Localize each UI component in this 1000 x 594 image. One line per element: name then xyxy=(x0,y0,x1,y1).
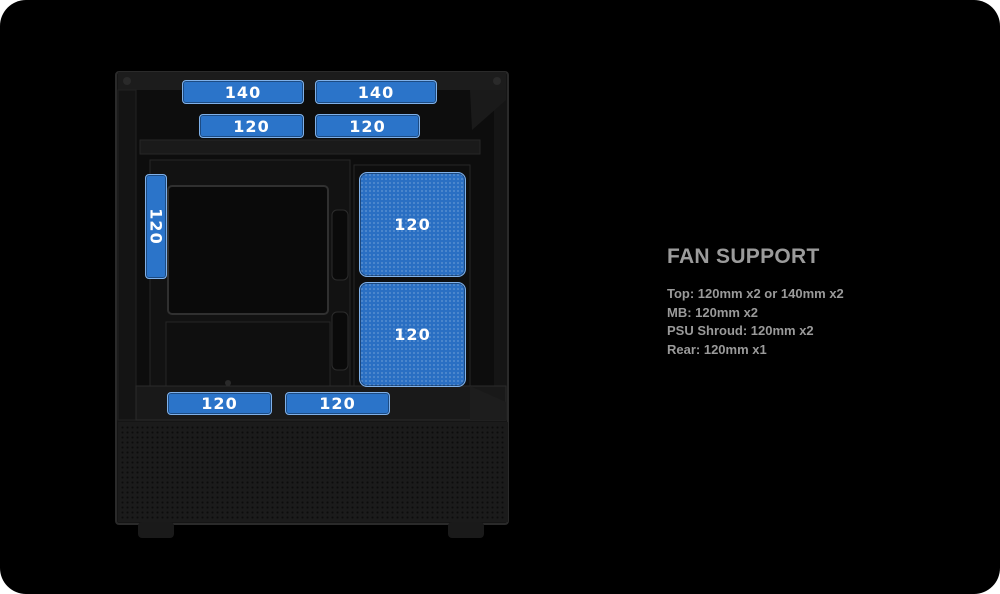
mesh-texture xyxy=(120,424,506,520)
screw xyxy=(123,77,131,85)
cpu-cutout xyxy=(167,185,329,315)
cable-slot-upper xyxy=(331,209,349,281)
fan-top-140-left: 140 xyxy=(182,80,304,104)
spec-list: Top: 120mm x2 or 140mm x2 MB: 120mm x2 P… xyxy=(667,285,967,359)
spec-psu-shroud: PSU Shroud: 120mm x2 xyxy=(667,323,814,338)
section-title: FAN SUPPORT xyxy=(667,245,820,268)
shroud-slant xyxy=(470,386,506,420)
fan-top-120-right: 120 xyxy=(315,114,420,138)
screw xyxy=(225,380,231,386)
fan-shroud-120-left: 120 xyxy=(167,392,272,415)
case-top-bar xyxy=(118,72,506,90)
fan-shroud-120-right: 120 xyxy=(285,392,390,415)
screw xyxy=(493,77,501,85)
fan-front-120-upper: 120 xyxy=(359,172,466,277)
top-rail xyxy=(139,139,481,155)
spec-top: Top: 120mm x2 or 140mm x2 xyxy=(667,286,844,301)
cable-slot-lower xyxy=(331,311,349,371)
spec-mb: MB: 120mm x2 xyxy=(667,304,759,320)
rear-wall xyxy=(117,89,137,421)
spec-rear: Rear: 120mm x1 xyxy=(667,341,767,357)
fan-top-140-right: 140 xyxy=(315,80,437,104)
foot-left xyxy=(138,522,174,538)
fan-top-120-left: 120 xyxy=(199,114,304,138)
fan-support-info: FAN SUPPORT Top: 120mm x2 or 140mm x2 MB… xyxy=(667,245,967,359)
fan-front-120-lower: 120 xyxy=(359,282,466,387)
front-bracket xyxy=(470,90,506,130)
lower-tray xyxy=(165,321,331,393)
fan-rear-120: 120 xyxy=(145,174,167,279)
foot-right xyxy=(448,522,484,538)
